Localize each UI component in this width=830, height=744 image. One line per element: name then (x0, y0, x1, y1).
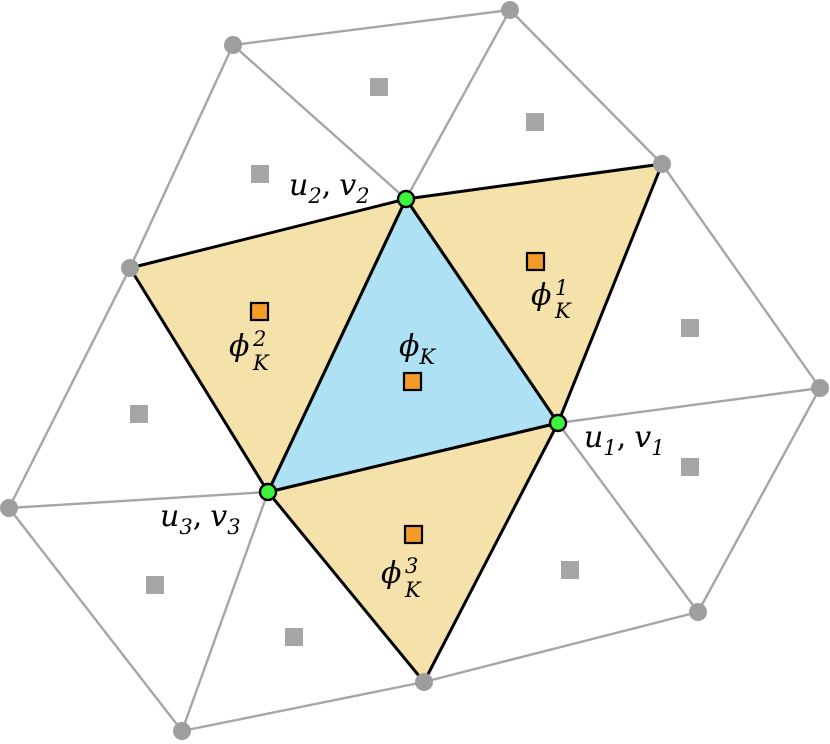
edge-outer-right-1 (660, 162, 822, 390)
mesh-node (224, 36, 242, 54)
edge-spoke-4 (556, 421, 700, 614)
mesh-node (0, 499, 18, 517)
dof-markers (130, 78, 699, 646)
edge-outer-right-2 (696, 386, 822, 614)
center-triangle-K (266, 197, 560, 494)
dof-marker-phi-K-3 (403, 524, 424, 545)
edge-outer-left-2 (7, 266, 132, 510)
edge-spoke-5 (7, 490, 270, 510)
edge-outer-bottom-2 (180, 680, 426, 733)
mesh-node (121, 259, 139, 277)
edge-spoke-6 (180, 490, 270, 733)
vertex-3 (258, 482, 278, 502)
edge-outer-top-1 (231, 8, 512, 47)
label-vertex-3: u3,v3 (160, 499, 241, 539)
edge-spoke-3 (556, 386, 822, 425)
mesh-node (501, 1, 519, 19)
dof-marker (526, 113, 544, 131)
mesh-node (415, 673, 433, 691)
mesh-node (173, 722, 191, 740)
edge-spoke-1 (231, 43, 408, 201)
label-phi-K: ϕK (399, 329, 436, 369)
vertex-2 (396, 189, 416, 209)
vertex-1 (548, 413, 568, 433)
dof-marker (130, 405, 148, 423)
dof-marker-phi-K-2 (249, 301, 270, 322)
edge-outer-bottom-1 (422, 610, 700, 684)
dof-marker (561, 561, 579, 579)
mesh-edges (7, 8, 822, 733)
dof-marker (681, 458, 699, 476)
mesh-node (689, 603, 707, 621)
edge-outer-left-1 (7, 506, 184, 733)
element-vertices (258, 189, 568, 502)
label-vertex-2: u2,v2 (289, 168, 370, 208)
dof-marker (251, 165, 269, 183)
dof-marker-phi-K-1 (525, 251, 546, 272)
label-vertex-1: u1,v1 (584, 420, 665, 460)
edge-spoke-2 (404, 8, 512, 201)
dof-marker (146, 576, 164, 594)
mesh-node (811, 379, 829, 397)
edge-outer-left-3 (128, 43, 235, 270)
dof-marker (681, 319, 699, 337)
edge-outer-top-2 (508, 8, 664, 166)
local-dof-markers (249, 251, 546, 545)
mesh-node (653, 155, 671, 173)
dof-marker (370, 78, 388, 96)
element-triangles (128, 162, 664, 684)
dof-marker-phi-K (402, 371, 423, 392)
dof-marker (285, 628, 303, 646)
